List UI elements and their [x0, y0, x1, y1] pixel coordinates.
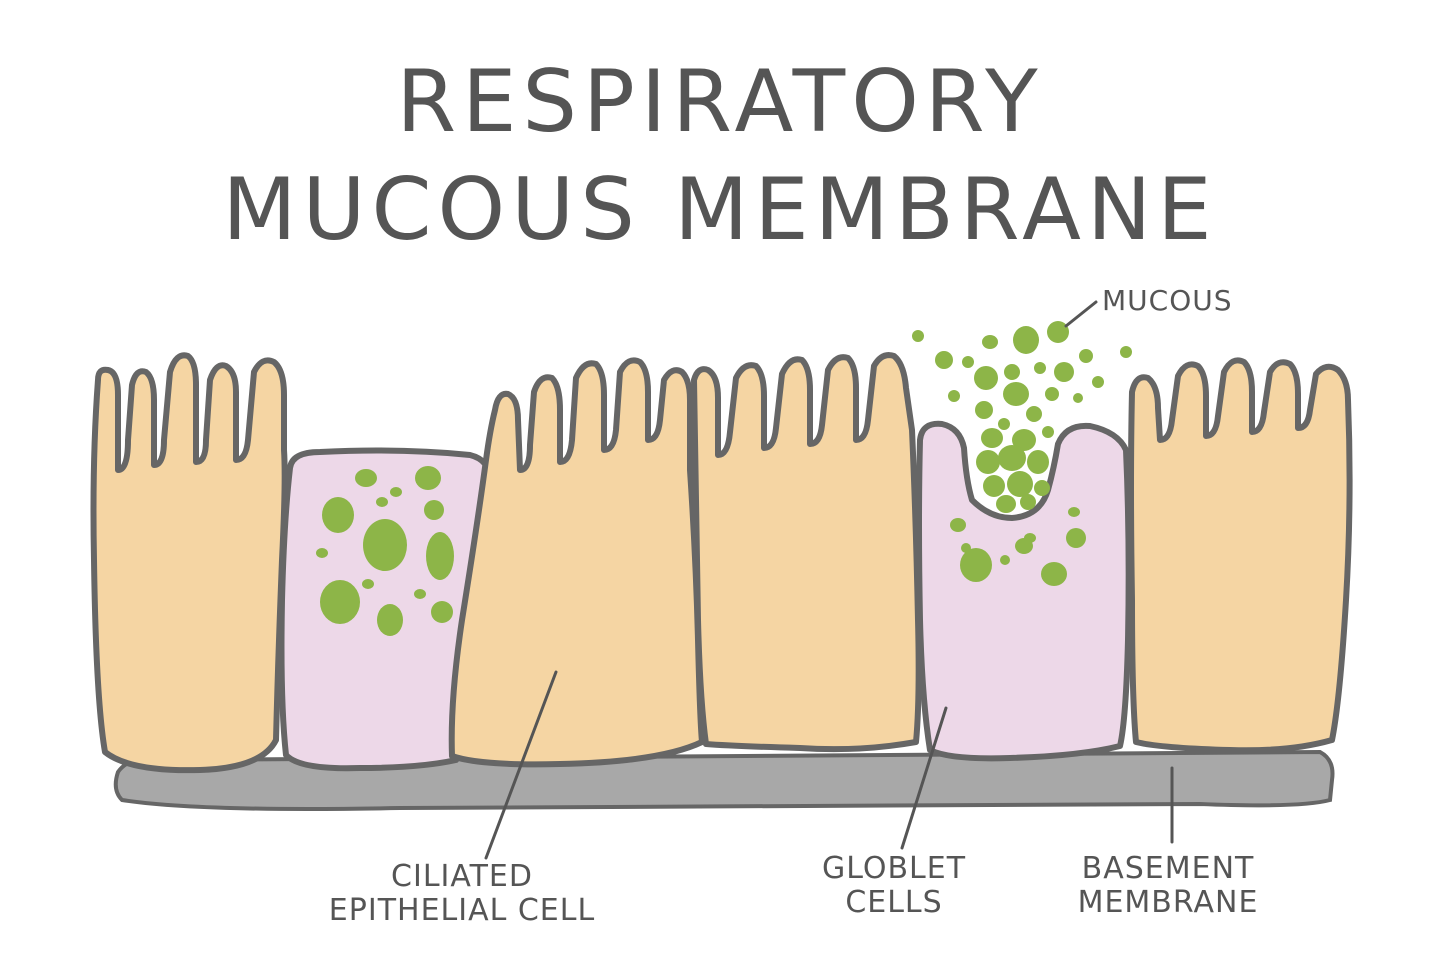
droplet [974, 366, 998, 390]
droplet [998, 418, 1010, 430]
droplet [1092, 376, 1104, 388]
droplet [390, 487, 402, 497]
droplet [976, 450, 1000, 474]
droplet [1034, 480, 1050, 496]
ciliated-cell-3 [691, 352, 922, 753]
droplet [982, 335, 998, 349]
ciliated-epithelial-cell-label: CILIATED EPITHELIAL CELL [322, 860, 602, 928]
goblet-cells-label: GLOBLET CELLS [814, 852, 974, 920]
ciliated-cell-4 [1128, 357, 1353, 754]
droplet [935, 351, 953, 369]
ciliated-label-line-1: CILIATED [391, 859, 533, 894]
droplet [1073, 393, 1083, 403]
droplet [975, 401, 993, 419]
droplet [1042, 426, 1054, 438]
ciliated-cell-2 [448, 357, 705, 768]
droplet [1066, 528, 1086, 548]
goblet-cell-1-droplets [316, 466, 454, 636]
droplet [996, 495, 1016, 513]
droplet [1034, 362, 1046, 374]
basement-label-line-2: MEMBRANE [1077, 885, 1259, 920]
droplet [1068, 507, 1080, 517]
droplet [1015, 538, 1033, 554]
droplet [962, 356, 974, 368]
droplet [1003, 382, 1029, 406]
droplet [414, 589, 426, 599]
goblet-label-line-2: CELLS [845, 885, 943, 920]
mucous-label-text: MUCOUS [1102, 284, 1233, 317]
droplet [1007, 471, 1033, 497]
droplet [1012, 429, 1036, 451]
diagram-title-line-1: RESPIRATORY [396, 52, 1044, 152]
droplet [1041, 562, 1067, 586]
droplet [377, 604, 403, 636]
droplet [362, 579, 374, 589]
goblet-leader-line [900, 706, 948, 850]
droplet [1026, 406, 1042, 422]
droplet [424, 500, 444, 520]
droplet [376, 497, 388, 507]
basement-label-line-1: BASEMENT [1081, 851, 1255, 886]
ciliated-label-line-2: EPITHELIAL CELL [328, 893, 596, 928]
droplet [426, 532, 454, 580]
mucous-leader-line [1064, 300, 1098, 328]
mucous-droplets [912, 321, 1132, 513]
ciliated-leader-line [484, 670, 558, 860]
droplet [983, 475, 1005, 497]
droplet [1079, 349, 1093, 363]
droplet [1045, 387, 1059, 401]
mucous-label: MUCOUS [1102, 284, 1233, 318]
droplet [1000, 555, 1010, 565]
droplet [355, 469, 377, 487]
droplet [950, 518, 966, 532]
droplet [1013, 326, 1039, 354]
droplet [960, 548, 992, 582]
goblet-label-line-1: GLOBLET [821, 851, 967, 886]
droplet [998, 445, 1026, 471]
droplet [320, 580, 360, 624]
droplet [1027, 450, 1049, 474]
goblet-cell-2-droplets [950, 507, 1086, 586]
droplet [1120, 346, 1132, 358]
leader-lines [484, 300, 1174, 860]
droplet [1004, 364, 1020, 380]
droplet [981, 428, 1003, 448]
droplet [1020, 494, 1036, 510]
droplet [912, 330, 924, 342]
ciliated-cell-1 [90, 352, 288, 774]
droplet [1047, 321, 1069, 343]
droplet [322, 497, 354, 533]
droplet [1054, 362, 1074, 382]
diagram-title-line-2: MUCOUS MEMBRANE [222, 160, 1218, 260]
droplet [363, 519, 407, 571]
droplet [431, 601, 453, 623]
droplet [316, 548, 328, 558]
droplet [415, 466, 441, 490]
droplet [948, 390, 960, 402]
basement-membrane-label: BASEMENT MEMBRANE [1070, 852, 1266, 920]
